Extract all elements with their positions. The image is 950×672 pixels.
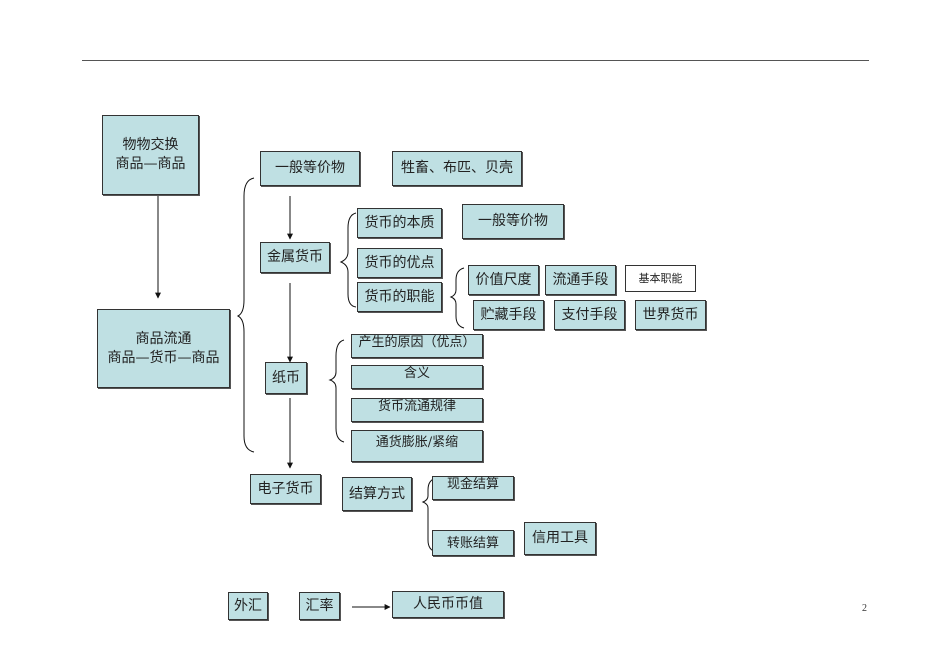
brace-money-evolution (236, 177, 255, 453)
barter-formula: 商品—商品 (115, 156, 186, 172)
basic-functions-label: 基本职能 (625, 265, 696, 292)
barter-title: 物物交换 (122, 137, 179, 153)
transfer-settlement-box: 转账结算 (432, 530, 514, 556)
metal-money-box: 金属货币 (260, 242, 330, 273)
brace-metal-money (339, 212, 357, 308)
world-money-box: 世界货币 (635, 300, 706, 330)
money-advantages-box: 货币的优点 (357, 248, 442, 278)
payment-means-box: 支付手段 (554, 300, 625, 330)
barter-box: 物物交换商品—商品 (102, 115, 199, 195)
paper-origin-box: 产生的原因（优点） (351, 334, 483, 358)
circulation-formula: 商品—货币—商品 (107, 349, 220, 366)
value-measure-box: 价值尺度 (468, 265, 539, 295)
paper-definition-box: 含义 (351, 365, 483, 389)
brace-settlement (421, 477, 437, 553)
brace-functions (449, 267, 465, 329)
brace-paper-money (328, 339, 345, 443)
page-number: 2 (862, 603, 867, 614)
header-rule (82, 60, 869, 61)
rmb-value-box: 人民币币值 (392, 591, 504, 618)
storage-means-box: 贮藏手段 (473, 300, 544, 330)
inflation-deflation-box: 通货膨胀/紧缩 (351, 430, 483, 462)
e-money-box: 电子货币 (250, 474, 321, 504)
circulation-means-box: 流通手段 (545, 265, 616, 295)
forex-box: 外汇 (228, 592, 268, 620)
essence-answer-box: 一般等价物 (462, 204, 564, 239)
general-equivalent-box: 一般等价物 (260, 151, 360, 186)
credit-tools-box: 信用工具 (524, 522, 596, 555)
settlement-box: 结算方式 (342, 477, 412, 511)
cash-settlement-box: 现金结算 (432, 476, 514, 500)
paper-money-box: 纸币 (265, 362, 307, 394)
exchange-rate-box: 汇率 (299, 592, 340, 620)
circulation-law-box: 货币流通规律 (351, 398, 483, 422)
circulation-title: 商品流通 (135, 330, 192, 347)
money-functions-box: 货币的职能 (357, 282, 442, 312)
examples-box: 牲畜、布匹、贝壳 (392, 151, 522, 186)
money-essence-box: 货币的本质 (357, 208, 442, 238)
circulation-box: 商品流通商品—货币—商品 (97, 309, 230, 388)
